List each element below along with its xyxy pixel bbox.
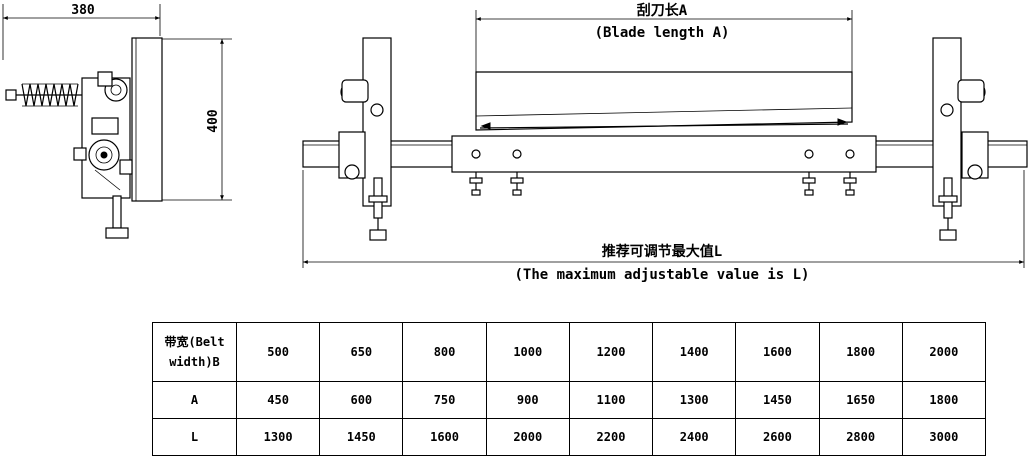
right-adjust-head [939, 229, 957, 241]
table-cell: 2000 [901, 322, 987, 382]
table-cell: 1800 [818, 322, 903, 382]
side-blade-plate [131, 37, 163, 202]
row-header-b-en: width)B [169, 355, 220, 369]
table-cell: 1600 [735, 322, 820, 382]
bar-hole-1 [471, 149, 481, 159]
table-cell: 1000 [485, 322, 570, 382]
table-cell: 1400 [652, 322, 737, 382]
right-arm [957, 79, 985, 103]
table-cell: 1800 [901, 381, 987, 419]
table-cell: 600 [319, 381, 404, 419]
spring-coil [21, 83, 79, 107]
row-header-l: L [152, 418, 237, 456]
table-cell: 2600 [735, 418, 820, 456]
scraper-blade [475, 71, 853, 131]
table-cell: 1200 [568, 322, 654, 382]
table-cell: 1100 [568, 381, 654, 419]
table-row-belt-width: 带宽(Belt width)B 500 650 800 1000 1200 14… [152, 322, 987, 382]
bar-hole-4 [845, 149, 855, 159]
left-lock-nut [370, 103, 384, 117]
dim-400-label: 400 [206, 109, 221, 133]
row-header-b-cn: 带宽(Belt [164, 335, 225, 349]
right-clamp-bolt [967, 164, 983, 180]
spring-rod-end [5, 89, 17, 101]
blade-marker-left [480, 122, 491, 130]
left-arm [341, 79, 369, 103]
table-cell: 1300 [235, 418, 321, 456]
upper-bracket [97, 71, 113, 87]
left-nut [73, 147, 87, 161]
table-cell: 2400 [652, 418, 737, 456]
max-adjust-en: (The maximum adjustable value is L) [514, 267, 809, 283]
side-view: 380 400 [2, 3, 232, 239]
mid-block [91, 117, 119, 135]
side-bolt-head [105, 227, 129, 239]
left-adjust-head [369, 229, 387, 241]
table-cell: 1650 [818, 381, 903, 419]
table-cell: 1450 [319, 418, 404, 456]
front-view: 刮刀长A (Blade length A) [302, 2, 1028, 283]
left-clamp-bolt [344, 164, 360, 180]
dim-380-label: 380 [71, 3, 95, 18]
table-cell: 3000 [901, 418, 987, 456]
spec-table: 带宽(Belt width)B 500 650 800 1000 1200 14… [152, 322, 987, 456]
table-cell: 2800 [818, 418, 903, 456]
side-bolt [112, 195, 122, 229]
bar-bolt-4 [843, 172, 857, 196]
max-adjust-cn: 推荐可调节最大值L [602, 243, 722, 260]
bar-hole-3 [804, 149, 814, 159]
table-cell: 450 [235, 381, 321, 419]
bar-bolt-2 [510, 172, 524, 196]
table-cell: 1300 [652, 381, 737, 419]
right-nut [119, 159, 133, 175]
bar-hole-2 [512, 149, 522, 159]
brace [94, 169, 121, 191]
left-adjust-nut [368, 195, 388, 203]
table-cell: 2200 [568, 418, 654, 456]
right-bracket [932, 37, 989, 241]
blade-length-cn: 刮刀长A [637, 2, 688, 19]
row-header-belt-width: 带宽(Belt width)B [152, 322, 237, 382]
bar-bolt-3 [802, 172, 816, 196]
table-cell: 900 [485, 381, 570, 419]
table-cell: 800 [402, 322, 487, 382]
table-cell: 2000 [485, 418, 570, 456]
right-adjust-nut [938, 195, 958, 203]
bar-bolt-1 [469, 172, 483, 196]
table-row-max-value: L 1300 1450 1600 2000 2200 2400 2600 280… [152, 418, 987, 456]
table-cell: 650 [319, 322, 404, 382]
blade-marker-right [837, 118, 848, 126]
blade-bevel [475, 107, 853, 117]
row-header-a: A [152, 381, 237, 419]
left-bracket [338, 37, 392, 241]
blade-length-en: (Blade length A) [595, 25, 730, 41]
technical-drawing: 380 400 [2, 2, 1028, 283]
right-lock-nut [940, 103, 954, 117]
blade-tip [479, 123, 849, 129]
table-cell: 1450 [735, 381, 820, 419]
table-cell: 750 [402, 381, 487, 419]
table-cell: 500 [235, 322, 321, 382]
table-row-blade-length: A 450 600 750 900 1100 1300 1450 1650 18… [152, 381, 987, 419]
table-cell: 1600 [402, 418, 487, 456]
